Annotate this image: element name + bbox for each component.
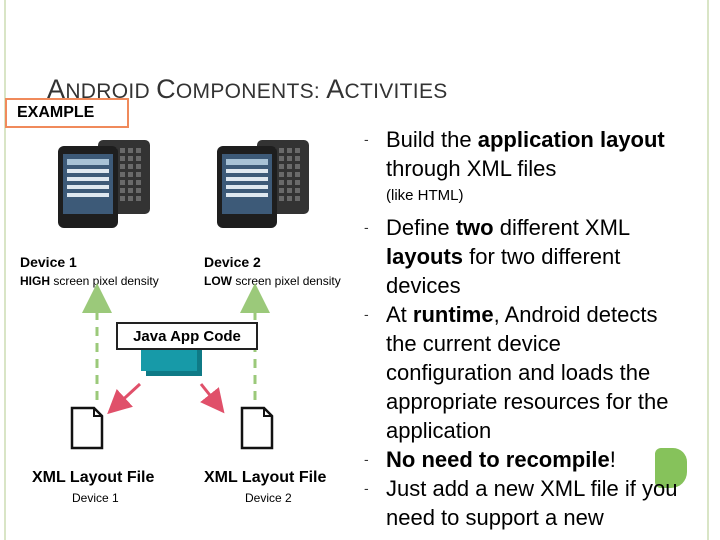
xml-file-1-label: XML Layout File — [32, 469, 154, 487]
bullet-item: - At runtime, Android detects the curren… — [362, 300, 687, 445]
java-app-code-label: Java App Code — [116, 322, 258, 350]
xml-file-1-device: Device 1 — [72, 491, 119, 505]
bullet-item: - No need to recompile! — [362, 445, 687, 474]
arrow-java-to-xml1 — [116, 384, 140, 406]
xml-file-2-device: Device 2 — [245, 491, 292, 505]
xml-file-2-icon — [240, 406, 274, 450]
arrow-java-to-xml2 — [201, 384, 217, 404]
bullet-note: (like HTML) — [362, 185, 687, 207]
xml-file-1-icon — [70, 406, 104, 450]
bullet-item: - Define two different XML layouts for t… — [362, 213, 687, 300]
bullet-list: - Build the application layout through X… — [362, 125, 687, 532]
bullet-item: - Build the application layout through X… — [362, 125, 687, 183]
bullet-item: - Just add a new XML file if you need to… — [362, 474, 687, 532]
xml-file-2-label: XML Layout File — [204, 469, 326, 487]
